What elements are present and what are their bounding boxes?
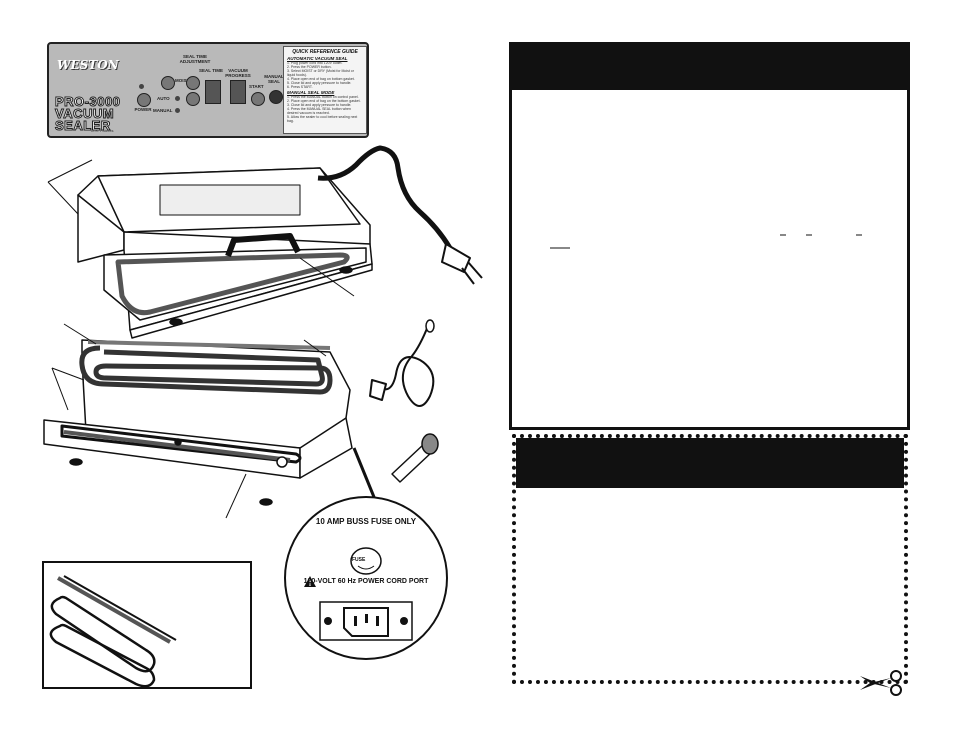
- qrg-auto-step: 2. Press the POWER button.: [287, 65, 332, 69]
- manual-seal-button: [269, 90, 283, 104]
- moist-label: MOIST: [175, 78, 190, 83]
- replacement-parts-illustration: [49, 575, 177, 688]
- quick-reference-guide: QUICK REFERENCE GUIDE AUTOMATIC VACUUM S…: [283, 46, 367, 134]
- info-panel-header-bar: [512, 45, 907, 87]
- fuse-rating-text: 10 AMP BUSS FUSE ONLY: [315, 517, 417, 526]
- power-socket-icon: [319, 601, 413, 641]
- qrg-manual-step: 1. Press the MANUAL button on control pa…: [287, 95, 359, 99]
- vacuum-progress-label: VACUUM PROGRESS: [225, 68, 251, 78]
- power-led-icon: [139, 84, 144, 89]
- vacuum-progress-display: [230, 80, 246, 104]
- qrg-manual-step: 4. Press the MANUAL SEAL button when des…: [287, 107, 351, 115]
- start-label: START: [249, 84, 264, 89]
- manual-led-icon: [175, 108, 180, 113]
- qrg-auto-step: 3. Select MOIST or DRY (Moist for Moist …: [287, 69, 354, 77]
- qrg-auto-heading: AUTOMATIC VACUUM SEAL: [287, 56, 348, 61]
- replacement-parts-box: [42, 561, 252, 689]
- info-panel: [509, 42, 910, 430]
- fuse-port-inset: 10 AMP BUSS FUSE ONLY FUSE 120-VOLT 60 H…: [284, 496, 448, 660]
- power-cord-accessory: [369, 319, 435, 407]
- moist-button: [161, 76, 175, 90]
- model-line-1: PRO-3000: [54, 94, 121, 109]
- sealer-closed-illustration: [47, 145, 483, 339]
- accessory-tool-illustration: [391, 433, 439, 483]
- model-line-3: SEALER: [54, 118, 111, 133]
- brand-logo: WESTON: [57, 58, 119, 72]
- warning-triangle-icon: [304, 576, 316, 587]
- manual-seal-label: MANUAL SEAL: [264, 74, 284, 84]
- fuse-label: FUSE: [352, 557, 366, 563]
- power-port-text: 120-VOLT 60 Hz POWER CORD PORT: [303, 578, 429, 585]
- control-panel-closeup: WESTON PRO-3000 VACUUM SEALER U.S. Paten…: [47, 42, 369, 138]
- sealer-open-illustration: [43, 323, 378, 519]
- qrg-auto-step: 5. Close lid and apply pressure to handl…: [287, 81, 352, 85]
- power-label: POWER: [134, 107, 152, 112]
- seal-time-label: SEAL TIME: [199, 68, 223, 73]
- seal-time-up-button: [186, 76, 200, 90]
- info-panel-marks: [550, 234, 862, 249]
- scissors-icon: [860, 670, 902, 696]
- auto-label: AUTO: [157, 96, 170, 101]
- qrg-auto-step: 1. Plug power cord into 120V outlet.: [287, 61, 343, 65]
- patent-note: U.S. Patents: [91, 128, 114, 133]
- qrg-manual-step: 5. Allow the sealer to cool before seali…: [287, 115, 358, 123]
- model-name: PRO-3000 VACUUM SEALER: [54, 94, 121, 133]
- info-panel-body: [512, 87, 907, 427]
- fuse-holder-icon: [350, 547, 382, 575]
- power-button: [137, 93, 151, 107]
- product-illustrations: [43, 145, 483, 688]
- seal-time-display: [205, 80, 221, 104]
- coupon-header-bar: [516, 438, 904, 488]
- seal-time-adjustment-label: SEAL TIME ADJUSTMENT: [179, 54, 211, 64]
- start-button: [251, 92, 265, 106]
- qrg-title: QUICK REFERENCE GUIDE: [292, 49, 358, 55]
- cutout-coupon-box: [512, 434, 908, 684]
- qrg-auto-step: 4. Place open end of bag on bottom gaske…: [287, 77, 355, 81]
- model-line-2: VACUUM: [54, 106, 115, 121]
- seal-time-down-button: [186, 92, 200, 106]
- qrg-manual-step: 3. Close lid and apply pressure to handl…: [287, 103, 352, 107]
- manual-label: MANUAL: [153, 108, 173, 113]
- qrg-manual-heading: MANUAL SEAL MODE: [287, 90, 335, 95]
- auto-led-icon: [175, 96, 180, 101]
- qrg-manual-step: 2. Place open end of bag on the bottom g…: [287, 99, 361, 103]
- qrg-auto-step: 6. Press START.: [287, 85, 313, 89]
